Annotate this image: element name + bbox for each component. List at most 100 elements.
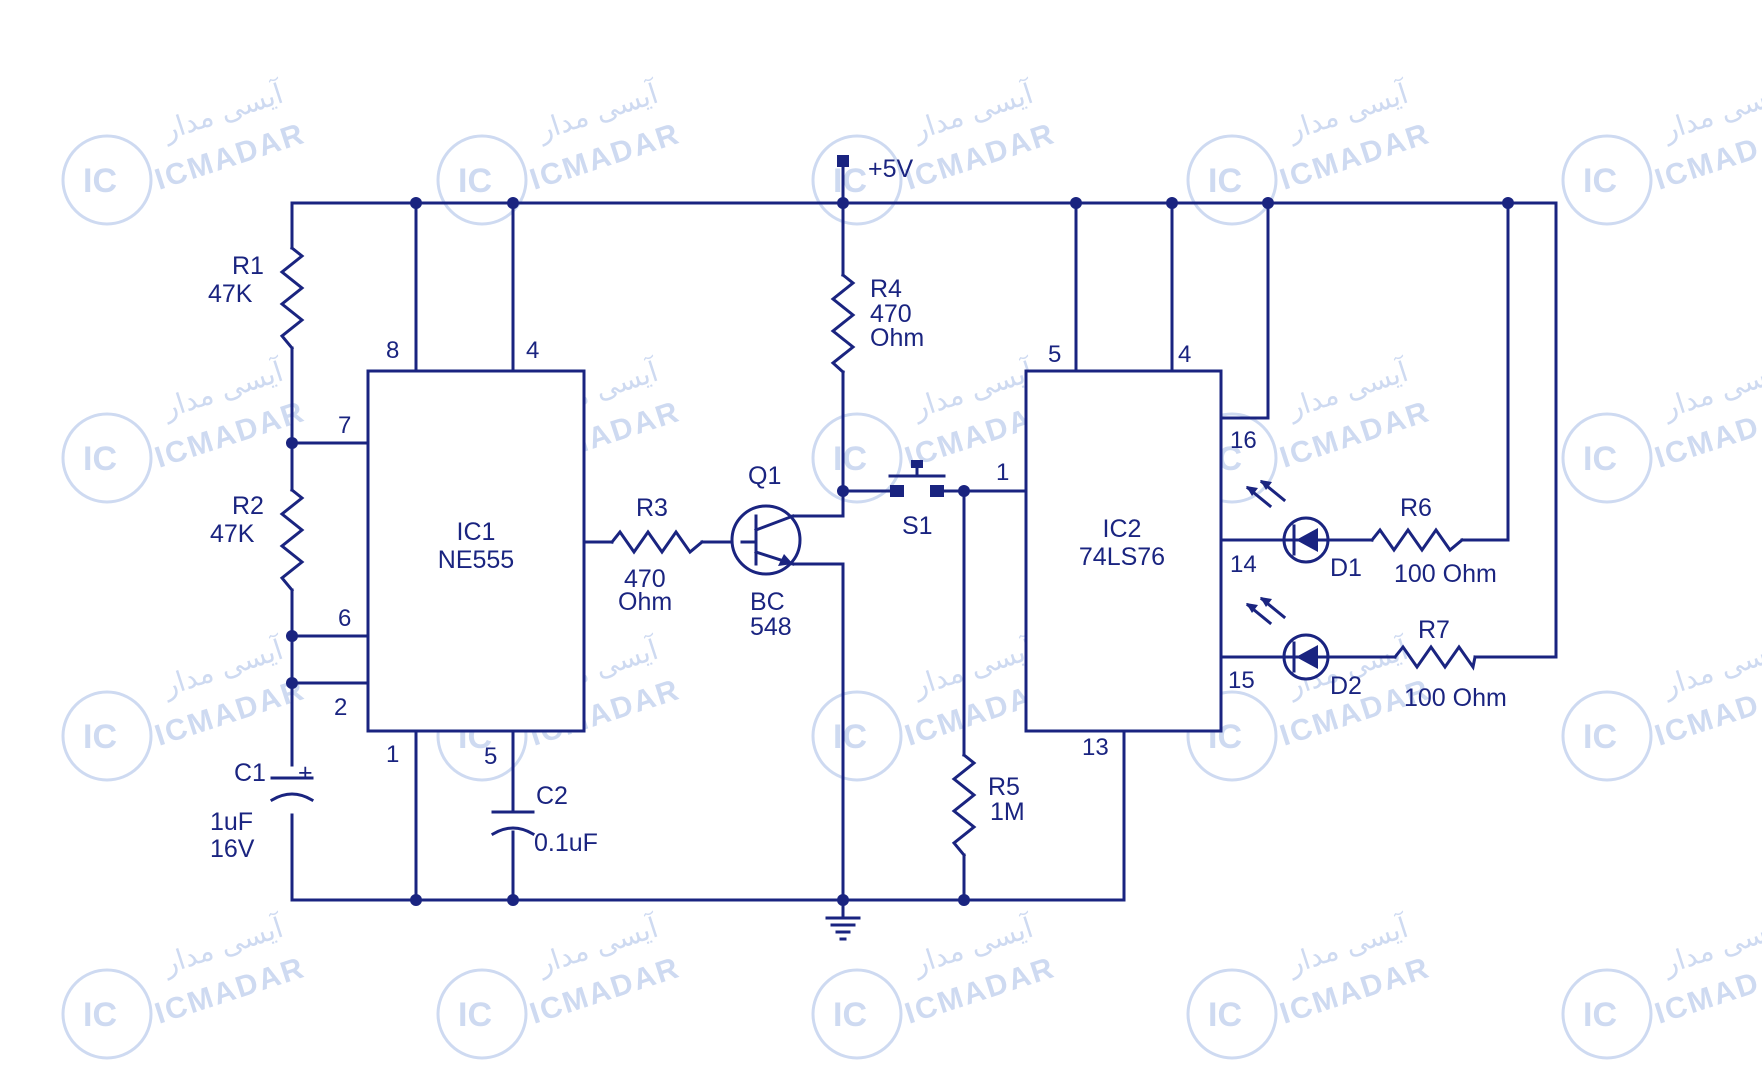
svg-text:IC: IC xyxy=(1583,718,1617,756)
ic1-name: IC1 xyxy=(457,518,496,546)
junction-dot xyxy=(1166,197,1178,209)
r7-name: R7 xyxy=(1418,616,1450,644)
svg-text:IC: IC xyxy=(833,718,867,756)
watermark-logo: IC ICMADAR آیسی مدار xyxy=(61,77,309,226)
s1-name: S1 xyxy=(902,512,933,540)
r7-value: 100 Ohm xyxy=(1404,684,1507,712)
r6-name: R6 xyxy=(1400,494,1432,522)
svg-text:IC: IC xyxy=(1583,996,1617,1034)
junction-dot xyxy=(410,197,422,209)
ic1-pin-label: 1 xyxy=(386,741,399,768)
svg-text:IC: IC xyxy=(83,162,117,200)
junction-dot xyxy=(958,894,970,906)
junction-dot xyxy=(1262,197,1274,209)
r1-name: R1 xyxy=(232,252,264,280)
svg-text:IC: IC xyxy=(1583,440,1617,478)
ic1-pin-label: 4 xyxy=(526,337,539,364)
r5-value: 1M xyxy=(990,798,1025,826)
junction-dot xyxy=(1070,197,1082,209)
ic1-part: NE555 xyxy=(438,546,514,574)
ic2-pin-label: 15 xyxy=(1228,667,1255,694)
watermark-logo: IC ICMADAR آیسی مدار xyxy=(1561,911,1762,1060)
svg-text:IC: IC xyxy=(458,162,492,200)
r4-resistor: R4 470 Ohm xyxy=(830,272,924,375)
ic2-pin-label: 4 xyxy=(1178,341,1191,368)
r2-resistor: R2 47K xyxy=(210,487,305,593)
watermark-logo: IC ICMADAR آیسی مدار xyxy=(1561,633,1762,782)
r7-resistor: R7 100 Ohm xyxy=(1392,616,1507,712)
d2-name: D2 xyxy=(1330,672,1362,700)
r2-value: 47K xyxy=(210,520,255,548)
r5-name: R5 xyxy=(988,773,1020,801)
supply-label: +5V xyxy=(868,155,914,183)
ground-symbol xyxy=(825,916,861,941)
junction-dot xyxy=(958,485,970,497)
ic1-pin-label: 2 xyxy=(334,694,347,721)
junction-dots xyxy=(286,197,1514,906)
d1-name: D1 xyxy=(1330,554,1362,582)
watermark-logo: IC ICMADAR آیسی مدار xyxy=(811,633,1059,782)
junction-dot xyxy=(837,485,849,497)
d1-led: D1 xyxy=(1245,479,1362,582)
watermark-logo: IC ICMADAR آیسی مدار xyxy=(1186,355,1434,504)
r5-resistor: R5 1M xyxy=(951,752,1025,858)
ic1-pin-label: 5 xyxy=(484,743,497,770)
ic1-pin-label: 6 xyxy=(338,605,351,632)
supply-terminal xyxy=(837,155,849,167)
ic2-pin-label: 14 xyxy=(1230,551,1257,578)
ic2-part: 74LS76 xyxy=(1079,543,1165,571)
watermark-logo: IC ICMADAR آیسی مدار xyxy=(811,355,1059,504)
junction-dot xyxy=(410,894,422,906)
junction-dot xyxy=(1502,197,1514,209)
c2-name: C2 xyxy=(536,782,568,810)
c1-name: C1 xyxy=(234,759,266,787)
junction-dot xyxy=(286,437,298,449)
q1-part: BC xyxy=(750,588,785,616)
ic2-pin-label: 1 xyxy=(996,459,1009,486)
ic1-pin-label: 7 xyxy=(338,412,351,439)
r4-value: 470 xyxy=(870,300,912,328)
junction-dot xyxy=(286,630,298,642)
c2-capacitor: C2 0.1uF xyxy=(490,782,598,857)
ic2-name: IC2 xyxy=(1103,515,1142,543)
r1-value: 47K xyxy=(208,280,253,308)
d2-led: D2 xyxy=(1245,596,1362,700)
r6-resistor: R6 100 Ohm xyxy=(1369,494,1497,588)
watermark-logo: IC ICMADAR آیسی مدار xyxy=(436,911,684,1060)
r6-value: 100 Ohm xyxy=(1394,560,1497,588)
watermark-logo: IC ICMADAR آیسی مدار xyxy=(61,633,309,782)
ic2-chip: IC2 74LS76 5 4 16 1 14 15 13 xyxy=(996,341,1257,761)
ic2-pin-label: 13 xyxy=(1082,734,1109,761)
r3-resistor: R3 470 Ohm xyxy=(609,494,705,616)
watermark-logo: IC ICMADAR آیسی مدار xyxy=(61,911,309,1060)
r2-name: R2 xyxy=(232,492,264,520)
svg-text:IC: IC xyxy=(833,440,867,478)
r1-resistor: R1 47K xyxy=(208,245,305,351)
junction-dot xyxy=(507,894,519,906)
c1-voltage: 16V xyxy=(210,835,255,863)
r3-name: R3 xyxy=(636,494,668,522)
svg-text:IC: IC xyxy=(458,996,492,1034)
q1-name: Q1 xyxy=(748,462,781,490)
svg-text:IC: IC xyxy=(1208,996,1242,1034)
c2-value: 0.1uF xyxy=(534,829,598,857)
q1-part-number: 548 xyxy=(750,613,792,641)
ic1-pin-label: 8 xyxy=(386,337,399,364)
junction-dot xyxy=(507,197,519,209)
svg-text:IC: IC xyxy=(1583,162,1617,200)
ic2-pin-label: 5 xyxy=(1048,341,1061,368)
junction-dot xyxy=(837,197,849,209)
junction-dot xyxy=(286,677,298,689)
c1-polarity: + xyxy=(298,759,313,787)
r4-unit: Ohm xyxy=(870,324,924,352)
watermark-logo: IC ICMADAR آیسی مدار xyxy=(811,77,1059,226)
watermark-logo: IC ICMADAR آیسی مدار xyxy=(1186,911,1434,1060)
ic2-pin-label: 16 xyxy=(1230,427,1257,454)
r4-name: R4 xyxy=(870,275,902,303)
watermark-logo: IC ICMADAR آیسی مدار xyxy=(61,355,309,504)
r3-unit: Ohm xyxy=(618,588,672,616)
c1-capacitor: C1 + 1uF 16V xyxy=(210,759,315,863)
q1-transistor: Q1 BC 548 xyxy=(730,462,802,641)
svg-text:IC: IC xyxy=(83,718,117,756)
